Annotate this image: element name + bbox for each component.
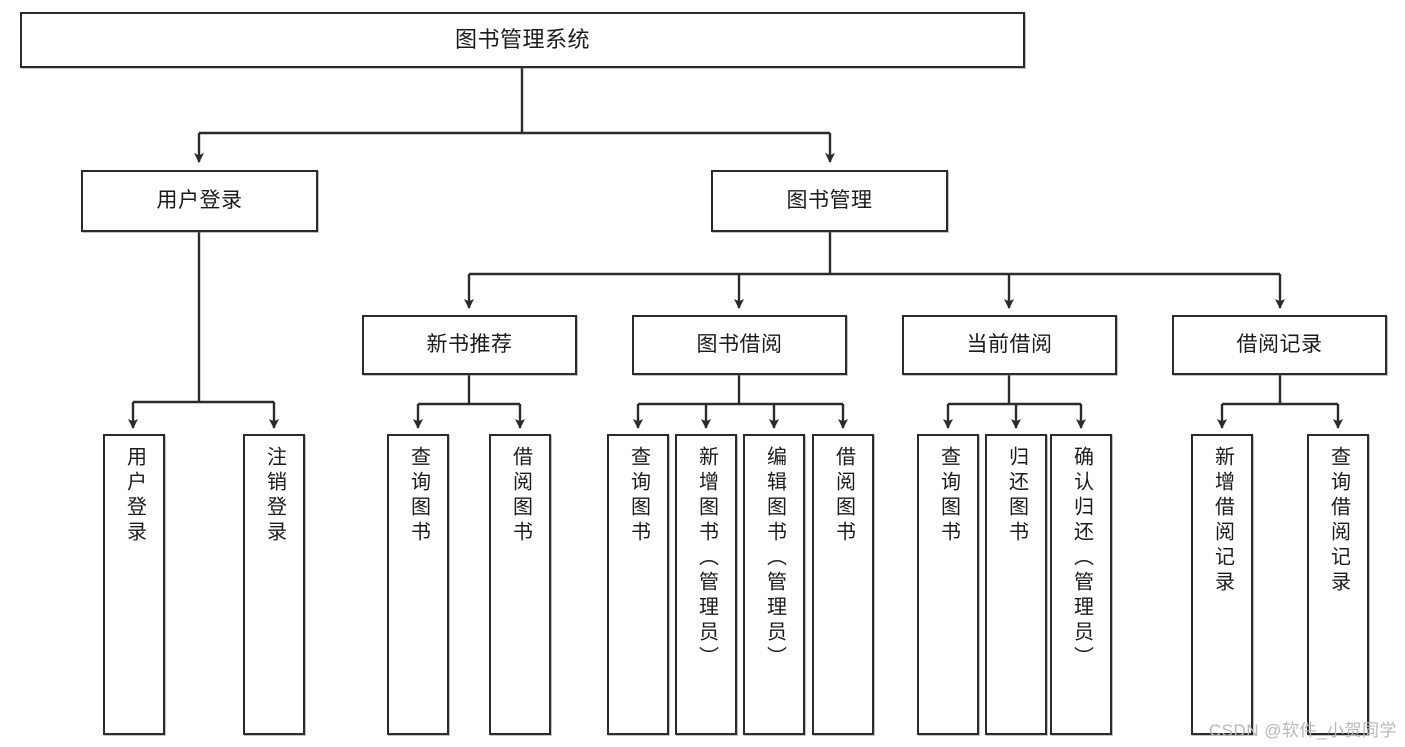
leaf-new-book-query-books[interactable]: 查询图书 bbox=[387, 434, 449, 735]
node-label: 用户登录 bbox=[156, 188, 243, 212]
node-label: 编辑图书（管理员） bbox=[763, 446, 786, 671]
leaf-book-borrow-borrow-books[interactable]: 借阅图书 bbox=[812, 434, 874, 735]
node-label: 借阅记录 bbox=[1236, 332, 1323, 356]
node-label: 借阅图书 bbox=[509, 446, 532, 546]
node-label: 图书管理系统 bbox=[454, 27, 590, 53]
leaf-new-book-borrow-books[interactable]: 借阅图书 bbox=[489, 434, 551, 735]
node-label: 查询借阅记录 bbox=[1327, 446, 1350, 596]
leaf-current-borrow-return-books[interactable]: 归还图书 bbox=[985, 434, 1047, 735]
node-label: 图书借阅 bbox=[696, 332, 783, 356]
leaf-book-borrow-add-book-admin[interactable]: 新增图书（管理员） bbox=[675, 434, 737, 735]
node-new-book-recommendation[interactable]: 新书推荐 bbox=[362, 315, 577, 375]
node-label: 确认归还（管理员） bbox=[1070, 446, 1093, 671]
node-label: 归还图书 bbox=[1005, 446, 1028, 546]
node-label: 新增借阅记录 bbox=[1211, 446, 1234, 596]
leaf-borrow-record-add-record[interactable]: 新增借阅记录 bbox=[1191, 434, 1253, 735]
node-borrow-record[interactable]: 借阅记录 bbox=[1172, 315, 1387, 375]
leaf-user-login-logout[interactable]: 注销登录 bbox=[243, 434, 305, 735]
node-label: 用户登录 bbox=[123, 446, 146, 546]
node-label: 查询图书 bbox=[407, 446, 430, 546]
node-user-login[interactable]: 用户登录 bbox=[81, 170, 318, 232]
node-current-borrow[interactable]: 当前借阅 bbox=[902, 315, 1117, 375]
node-label: 新书推荐 bbox=[426, 332, 513, 356]
watermark: CSDN @软件_小贺同学 bbox=[1208, 721, 1397, 740]
leaf-book-borrow-query-books[interactable]: 查询图书 bbox=[607, 434, 669, 735]
node-label: 当前借阅 bbox=[966, 332, 1053, 356]
leaf-user-login-login[interactable]: 用户登录 bbox=[103, 434, 165, 735]
node-root-book-management-system[interactable]: 图书管理系统 bbox=[20, 12, 1025, 68]
node-label: 注销登录 bbox=[263, 446, 286, 546]
node-label: 查询图书 bbox=[937, 446, 960, 546]
leaf-current-borrow-query-books[interactable]: 查询图书 bbox=[917, 434, 979, 735]
node-book-management[interactable]: 图书管理 bbox=[711, 170, 948, 232]
node-label: 查询图书 bbox=[627, 446, 650, 546]
leaf-book-borrow-edit-book-admin[interactable]: 编辑图书（管理员） bbox=[743, 434, 805, 735]
node-label: 新增图书（管理员） bbox=[695, 446, 718, 671]
node-label: 图书管理 bbox=[786, 188, 873, 212]
leaf-current-borrow-confirm-return-admin[interactable]: 确认归还（管理员） bbox=[1050, 434, 1112, 735]
leaf-borrow-record-query-record[interactable]: 查询借阅记录 bbox=[1307, 434, 1369, 735]
node-book-borrow[interactable]: 图书借阅 bbox=[632, 315, 847, 375]
node-label: 借阅图书 bbox=[832, 446, 855, 546]
